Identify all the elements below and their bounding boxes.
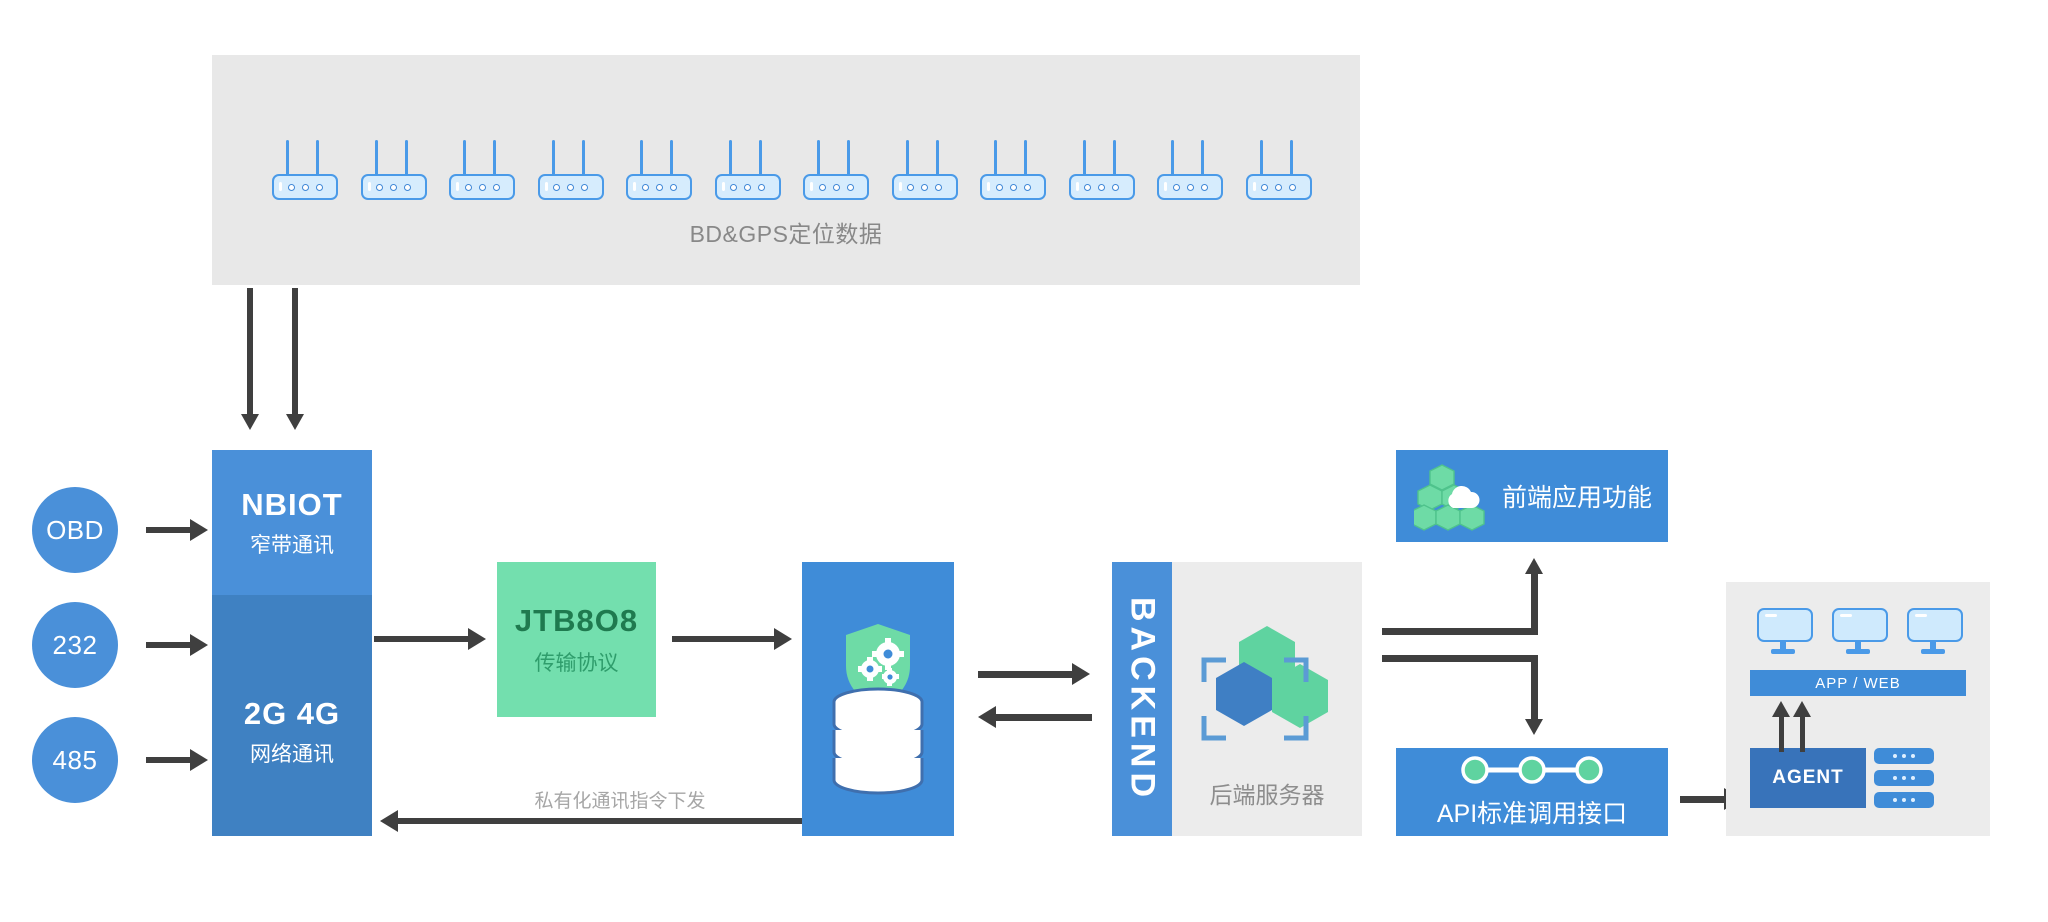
protocol-title: JTB8O8 [514, 602, 639, 638]
router-icon [537, 140, 604, 200]
comm-nbiot-subtitle: 窄带通讯 [250, 533, 334, 557]
source-node-label: OBD [46, 514, 104, 545]
gps-band-caption: BD&GPS定位数据 [689, 221, 883, 247]
agent-label: AGENT [1772, 767, 1844, 788]
monitor-row [1746, 608, 1970, 656]
api-to-agent-arrow-line [1680, 796, 1726, 803]
router-icon [360, 140, 427, 200]
router-icon [1068, 140, 1135, 200]
client-panel: APP / WEB AGENT [1726, 582, 1990, 836]
router-icon [803, 140, 870, 200]
gps-to-comm-arrow-1-line [247, 288, 253, 416]
gps-to-comm-arrow-1-head [241, 414, 259, 430]
hexagon-cluster-icon [1201, 626, 1328, 741]
backend-to-frontend-h-line [1382, 628, 1538, 635]
backend-caption: 后端服务器 [1209, 782, 1325, 808]
protocol-subtitle: 传输协议 [534, 651, 619, 675]
db-to-backend-arrow-head [1072, 663, 1090, 685]
comm-cellular-subtitle: 网络通讯 [250, 742, 334, 766]
source-node-label: 485 [52, 744, 98, 775]
backend-to-db-arrow-line [996, 714, 1092, 721]
gps-to-comm-arrow-2-head [286, 414, 304, 430]
agent-to-appweb-arrow-2-head [1793, 701, 1811, 717]
backend-to-db-arrow-head [978, 706, 996, 728]
comm-module-cellular[interactable]: 2G 4G 网络通讯 [212, 595, 372, 836]
router-icon [891, 140, 958, 200]
database-box[interactable] [802, 562, 954, 836]
rs232-arrow-line [146, 642, 192, 648]
comm-nbiot-title: NBIOT [241, 486, 343, 522]
private-command-arrow-head [380, 810, 398, 832]
comm-to-protocol-arrow-line [374, 636, 470, 642]
api-interface-box[interactable]: API标准调用接口 [1396, 748, 1668, 836]
gps-data-band: BD&GPS定位数据 [212, 55, 1360, 285]
source-node-label: 232 [52, 629, 98, 660]
agent-to-appweb-arrow-1-head [1772, 701, 1790, 717]
router-icon [980, 140, 1047, 200]
backend-to-api-v-line [1531, 655, 1538, 721]
server-rack-icon [1874, 748, 1934, 808]
backend-to-frontend-arrow-head [1525, 558, 1543, 574]
backend-label: BACKEND [1123, 596, 1162, 802]
comm-cellular-title: 2G 4G [243, 695, 341, 731]
source-node-obd[interactable]: OBD [32, 487, 118, 573]
cubes-cloud-icon [1414, 464, 1485, 531]
database-shield-gears-icon [832, 624, 924, 795]
router-icon [272, 140, 338, 200]
agent-to-appweb-arrow-1-line [1779, 716, 1784, 752]
rs485-arrow-head [190, 749, 208, 771]
rs485-arrow-line [146, 757, 192, 763]
monitor-icon [1906, 608, 1963, 656]
communication-module: NBIOT 窄带通讯 2G 4G 网络通讯 [212, 450, 372, 836]
router-device-row [272, 140, 1312, 200]
router-icon [449, 140, 516, 200]
backend-to-api-arrow-head [1525, 719, 1543, 735]
agent-to-appweb-arrow-2-line [1800, 716, 1805, 752]
backend-label-bar: BACKEND [1112, 562, 1172, 836]
private-command-label: 私有化通讯指令下发 [534, 791, 706, 812]
comm-module-nbiot[interactable]: NBIOT 窄带通讯 [212, 450, 372, 595]
frontend-app-box[interactable]: 前端应用功能 [1396, 450, 1668, 542]
router-icon [626, 140, 693, 200]
agent-box[interactable]: AGENT [1750, 748, 1866, 808]
app-web-bar[interactable]: APP / WEB [1750, 670, 1966, 696]
node-chain-icon [1461, 756, 1603, 784]
source-node-rs485[interactable]: 485 [32, 717, 118, 803]
app-web-label: APP / WEB [1815, 674, 1901, 692]
monitor-icon [1831, 608, 1888, 656]
router-icon [1157, 140, 1224, 200]
backend-to-frontend-v-line [1531, 572, 1538, 632]
frontend-app-label: 前端应用功能 [1502, 484, 1653, 512]
protocol-to-db-arrow-head [774, 628, 792, 650]
obd-arrow-head [190, 519, 208, 541]
monitor-icon [1757, 608, 1814, 656]
protocol-to-db-arrow-line [672, 636, 776, 642]
rs232-arrow-head [190, 634, 208, 656]
protocol-box[interactable]: JTB8O8 传输协议 [497, 562, 656, 717]
db-to-backend-arrow-line [978, 671, 1074, 678]
private-command-arrow-line [398, 818, 802, 824]
api-interface-label: API标准调用接口 [1436, 800, 1628, 828]
source-node-rs232[interactable]: 232 [32, 602, 118, 688]
router-icon [714, 140, 781, 200]
comm-to-protocol-arrow-head [468, 628, 486, 650]
router-icon [1245, 140, 1312, 200]
backend-server-box[interactable]: BACKEND 后端服务器 [1112, 562, 1362, 836]
obd-arrow-line [146, 527, 192, 533]
gps-to-comm-arrow-2-line [292, 288, 298, 416]
backend-to-api-h-line [1382, 655, 1538, 662]
